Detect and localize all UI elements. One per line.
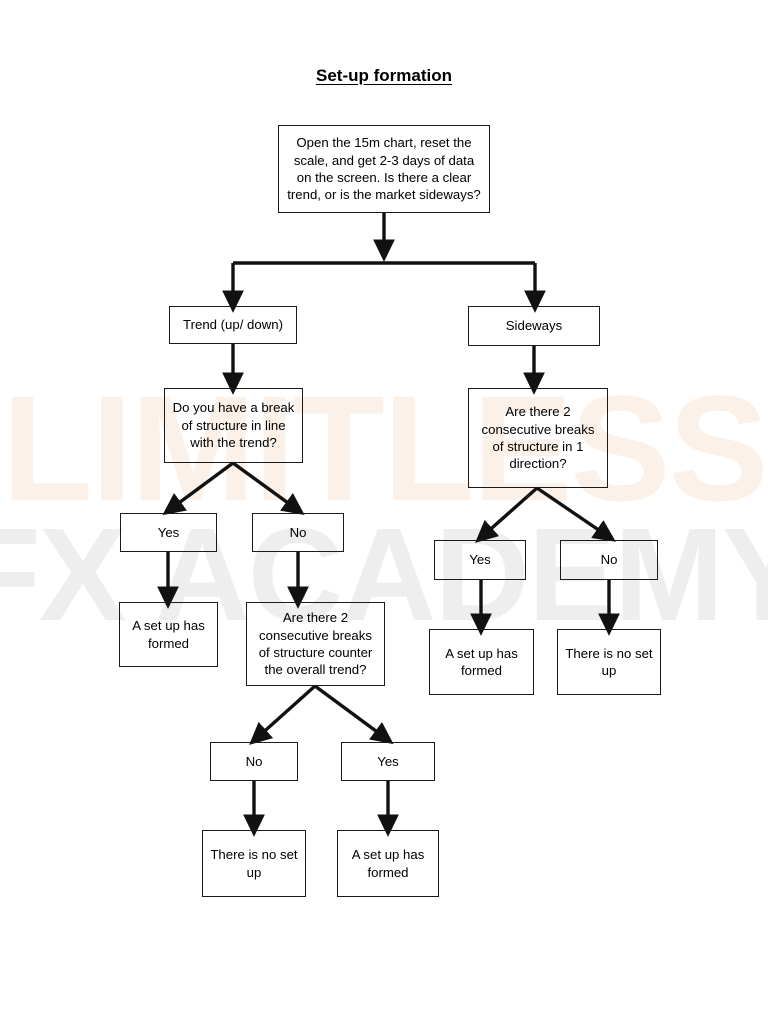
node-trend[interactable]: Trend (up/ down): [169, 306, 297, 344]
edge-counter-to-no: [249, 684, 317, 745]
page-title: Set-up formation: [316, 66, 452, 85]
watermark-line-1: LIMITLESS: [1, 364, 766, 532]
node-setup-formed-bottom[interactable]: A set up has formed: [337, 830, 439, 897]
node-no-left[interactable]: No: [252, 513, 344, 552]
node-sideways[interactable]: Sideways: [468, 306, 600, 346]
edge-bos-to-no-left: [232, 461, 305, 515]
node-yes-bottom[interactable]: Yes: [341, 742, 435, 781]
node-start[interactable]: Open the 15m chart, reset the scale, and…: [278, 125, 490, 213]
edge-bos2-to-yes-right: [475, 486, 539, 543]
node-yes-right[interactable]: Yes: [434, 540, 526, 580]
node-two-breaks-counter-trend[interactable]: Are there 2 consecutive breaks of struct…: [246, 602, 385, 686]
node-no-setup-right[interactable]: There is no set up: [557, 629, 661, 695]
node-break-of-structure-with-trend[interactable]: Do you have a break of structure in line…: [164, 388, 303, 463]
node-two-breaks-one-direction[interactable]: Are there 2 consecutive breaks of struct…: [468, 388, 608, 488]
node-setup-formed-left[interactable]: A set up has formed: [119, 602, 218, 667]
edge-counter-to-yes: [313, 684, 394, 745]
node-no-setup-bottom[interactable]: There is no set up: [202, 830, 306, 897]
edge-bos2-to-no-right: [536, 486, 616, 542]
node-no-bottom[interactable]: No: [210, 742, 298, 781]
node-setup-formed-right[interactable]: A set up has formed: [429, 629, 534, 695]
node-yes-left[interactable]: Yes: [120, 513, 217, 552]
node-no-right[interactable]: No: [560, 540, 658, 580]
edge-bos-to-yes-left: [162, 461, 235, 516]
